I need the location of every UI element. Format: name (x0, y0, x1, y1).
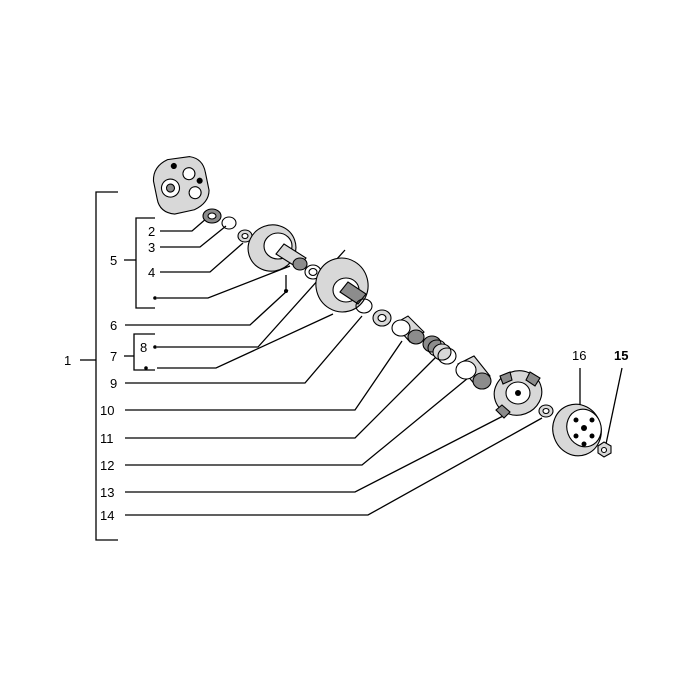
label-14: 14 (100, 508, 114, 523)
washer-part-14 (538, 404, 554, 418)
label-2: 2 (148, 224, 155, 239)
label-4: 4 (148, 265, 155, 280)
label-9: 9 (110, 376, 117, 391)
leader-3 (160, 225, 227, 248)
dot-5 (153, 296, 157, 300)
label-16: 16 (572, 348, 586, 363)
bearing-part-2 (202, 208, 222, 224)
seal-ring-part-9 (355, 298, 373, 314)
leader-4 (160, 242, 244, 273)
o-ring-part-10 (372, 309, 392, 327)
leader-12 (125, 377, 469, 466)
label-11: 11 (100, 431, 114, 446)
nut-part-15 (597, 441, 612, 458)
leader-15 (605, 367, 623, 445)
torque-driver-housing (152, 156, 210, 215)
leader-5-inner (157, 265, 291, 299)
movable-half-pulley-part-8 (315, 257, 369, 313)
label-10: 10 (100, 403, 114, 418)
bracket-1 (95, 191, 118, 541)
label-1: 1 (64, 353, 71, 368)
spring-cup-part-12 (455, 355, 492, 390)
clutch-bell-part-16 (552, 403, 602, 457)
bracket-7 (133, 333, 155, 371)
leader-2 (160, 217, 208, 232)
leader-14 (125, 417, 543, 516)
leader-13 (125, 414, 506, 493)
leader-lines (80, 191, 623, 541)
pin-screw (284, 275, 288, 293)
bushing-part-4 (237, 229, 253, 243)
spring-part-11 (422, 335, 457, 365)
half-pulley-part-5 (247, 224, 308, 272)
label-7: 7 (110, 349, 117, 364)
label-6: 6 (110, 318, 117, 333)
dot-8 (153, 345, 157, 349)
leader-6 (125, 289, 289, 326)
clutch-assembly-part-13 (493, 370, 543, 419)
leader-10 (125, 340, 403, 411)
leader-7b (157, 313, 334, 369)
bracket-5 (135, 217, 155, 309)
label-3: 3 (148, 240, 155, 255)
dot-7 (144, 366, 148, 370)
sleeve-part-10 (391, 315, 425, 345)
leader-11 (125, 355, 438, 439)
leader-9 (125, 315, 363, 384)
circlip-part-3 (221, 216, 237, 230)
label-8: 8 (140, 340, 147, 355)
label-12: 12 (100, 458, 114, 473)
label-13: 13 (100, 485, 114, 500)
part-labels: 1 2 3 4 5 6 7 8 9 10 11 12 13 14 15 16 (64, 224, 628, 523)
label-15: 15 (614, 348, 628, 363)
label-5: 5 (110, 253, 117, 268)
